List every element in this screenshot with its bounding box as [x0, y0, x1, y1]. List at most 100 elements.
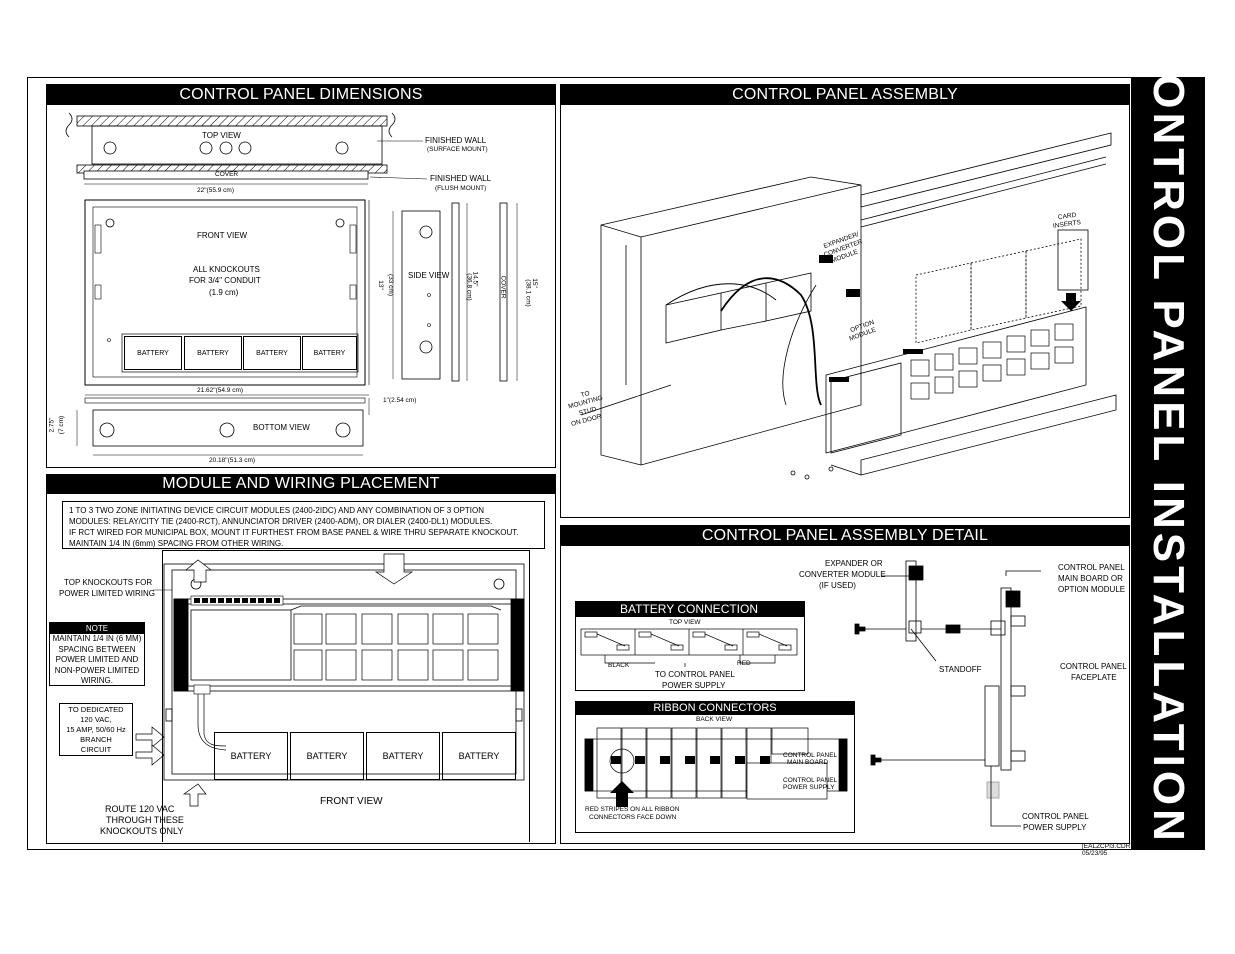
dim-13: 13" [376, 280, 384, 290]
standoff-drawing [854, 560, 1041, 827]
width-20-18-label: 20.18"(51.3 cm) [209, 457, 256, 464]
to-ps-line-1: TO CONTROL PANEL [655, 670, 735, 679]
red-label: RED [737, 660, 751, 667]
desc-line-3: IF RCT WIRED FOR MUNICIPAL BOX, MOUNT IT… [69, 528, 519, 537]
finished-wall-flush: FINISHED WALL [430, 174, 492, 183]
red-stripes-line-2: CONNECTORS FACE DOWN [589, 814, 677, 821]
note-head: NOTE [50, 623, 144, 634]
route-line-1: ROUTE 120 VAC [105, 804, 175, 814]
main-board-line-2: MAIN BOARD [787, 759, 829, 766]
module-battery-4: BATTERY [442, 732, 516, 780]
ribbon-ps-line-2: POWER SUPPLY [783, 784, 835, 791]
knockouts-line1: ALL KNOCKOUTS [193, 265, 260, 274]
dim-2-75-cm: (7 cm) [58, 415, 66, 435]
note-line-4: NON-POWER LIMITED [54, 665, 140, 675]
cover-side-label: COVER [499, 275, 507, 299]
expander-line-3: (IF USED) [819, 581, 856, 590]
banner-title: CONTROL PANEL INSTALLATION 2 [1144, 37, 1193, 890]
front-view-label: FRONT VIEW [197, 231, 248, 240]
bottom-view-label: BOTTOM VIEW [253, 423, 310, 432]
knockouts-line3: (1.9 cm) [209, 288, 239, 297]
title-banner: CONTROL PANEL INSTALLATION 2 [1131, 38, 1205, 889]
dedicated-box: TO DEDICATED 120 VAC, 15 AMP, 50/60 Hz B… [59, 703, 133, 756]
bottom-view-box [92, 409, 364, 447]
knockouts-line2: FOR 3/4" CONDUIT [189, 276, 261, 285]
battery-4: BATTERY [302, 336, 357, 370]
main-opt-line-2: MAIN BOARD OR [1058, 574, 1123, 583]
cover-label: COVER [215, 171, 239, 178]
note-line-5: WIRING. [81, 676, 113, 685]
file-date: 05/23/95 [1082, 850, 1108, 857]
desc-line-2: MODULES: RELAY/CITY TIE (2400-RCT), ANNU… [69, 517, 493, 526]
note-box: NOTE MAINTAIN 1/4 IN (6 MM) SPACING BETW… [49, 622, 145, 686]
ribbon-ps-line-1: CONTROL PANEL [783, 777, 838, 784]
ribbon-connectors-title: RIBBON CONNECTORS [575, 701, 855, 715]
detail-title: CONTROL PANEL ASSEMBLY DETAIL [561, 526, 1129, 546]
dim-2-75: 2.75" [48, 417, 56, 433]
side-view-label: SIDE VIEW [408, 271, 450, 280]
module-front-view: FRONT VIEW [320, 796, 383, 807]
ded-line-2: 120 VAC, [80, 715, 112, 724]
ded-line-3: 15 AMP, 50/60 Hz [66, 725, 126, 734]
dimensions-title: CONTROL PANEL DIMENSIONS [47, 85, 555, 105]
battery-1: BATTERY [124, 336, 182, 370]
file-name: [EALZCPI3.CDR] [1082, 843, 1133, 850]
battery-connection-drawing [580, 628, 798, 667]
desc-line-1: 1 TO 3 TWO ZONE INITIATING DEVICE CIRCUI… [69, 506, 485, 515]
width-21-62-label: 21.62"(54.9 cm) [197, 387, 244, 394]
module-drawing-frame [162, 550, 530, 842]
faceplate-line-1: CONTROL PANEL [1060, 662, 1127, 671]
ribbon-connectors-drawing [584, 727, 848, 807]
module-battery-3: BATTERY [366, 732, 440, 780]
dimensions-drawing [65, 112, 518, 456]
assembly-drawing [580, 132, 1117, 480]
note-line-3: POWER LIMITED AND [55, 655, 139, 664]
ded-line-1: TO DEDICATED [68, 705, 124, 714]
module-panel-border [46, 474, 556, 844]
back-view-label: BACK VIEW [696, 716, 733, 723]
dimensions-panel: CONTROL PANEL DIMENSIONS [46, 84, 556, 468]
module-battery-2: BATTERY [290, 732, 364, 780]
dim-15-cm: (38.1 cm) [524, 279, 532, 307]
cp-ps-line-1: CONTROL PANEL [1022, 812, 1089, 821]
standoff-label: STANDOFF [939, 665, 982, 674]
side-view-box [401, 210, 441, 380]
to-ps-line-2: POWER SUPPLY [662, 681, 726, 690]
assembly-title: CONTROL PANEL ASSEMBLY [561, 85, 1129, 105]
ded-line-5: CIRCUIT [80, 745, 112, 754]
top-knockouts-1: TOP KNOCKOUTS FOR [64, 578, 153, 587]
note-line-2: SPACING BETWEEN [58, 644, 136, 654]
dim-13-cm: (33 cm) [387, 273, 395, 297]
finished-wall-surface: FINISHED WALL [425, 136, 487, 145]
expander-line-1: EXPANDER OR [825, 559, 883, 568]
module-panel: MODULE AND WIRING PLACEMENT 1 TO 3 TWO Z… [46, 474, 556, 844]
ded-line-4: BRANCH [80, 735, 112, 744]
main-opt-line-1: CONTROL PANEL [1058, 563, 1125, 572]
battery-top-view: TOP VIEW [669, 619, 701, 626]
expander-line-2: CONVERTER MODULE [799, 570, 886, 579]
cp-ps-line-2: POWER SUPPLY [1023, 823, 1087, 832]
desc-line-4: MAINTAIN 1/4 IN (6mm) SPACING FROM OTHER… [69, 539, 284, 548]
front-view-box [84, 199, 366, 386]
main-opt-line-3: OPTION MODULE [1058, 585, 1126, 594]
battery-2: BATTERY [184, 336, 242, 370]
module-description: 1 TO 3 TWO ZONE INITIATING DEVICE CIRCUI… [62, 501, 545, 549]
dim-14-5-cm: (36.8 cm) [465, 273, 473, 301]
note-line-1: MAINTAIN 1/4 IN (6 MM) [52, 634, 142, 643]
detail-panel: CONTROL PANEL ASSEMBLY DETAIL BATTERY CO… [560, 525, 1130, 844]
module-battery-1: BATTERY [214, 732, 288, 780]
red-stripes-line-1: RED STRIPES ON ALL RIBBON [585, 806, 680, 813]
route-line-2: THROUGH THESE [106, 815, 184, 825]
module-drawing [135, 553, 525, 807]
main-board-line-1: CONTROL PANEL [783, 752, 838, 759]
module-title: MODULE AND WIRING PLACEMENT [46, 474, 556, 494]
width-22-label: 22"(55.9 cm) [197, 187, 234, 194]
assembly-panel: CONTROL PANEL ASSEMBLY [560, 84, 1130, 518]
dim-1-label: 1"(2.54 cm) [383, 397, 417, 404]
battery-3: BATTERY [243, 336, 301, 370]
faceplate-line-2: FACEPLATE [1071, 673, 1117, 682]
route-line-3: KNOCKOUTS ONLY [100, 826, 184, 836]
top-view-box [91, 125, 383, 165]
top-knockouts-2: POWER LIMITED WIRING [59, 589, 155, 598]
wall-hatch-top [76, 115, 388, 127]
